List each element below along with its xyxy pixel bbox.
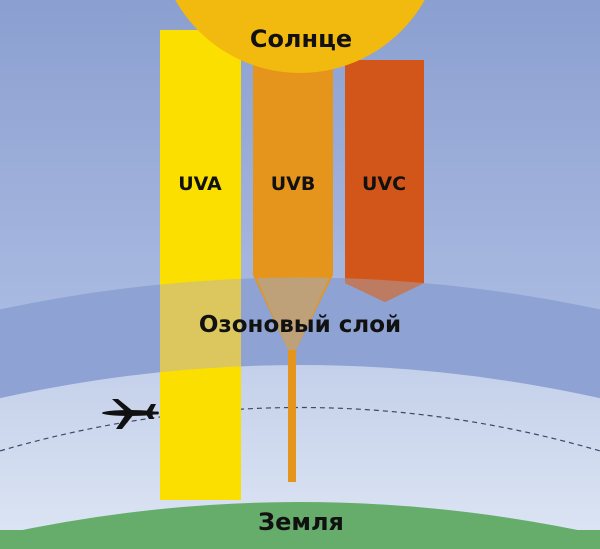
earth-bottom-fill [0,530,600,549]
uvb-label: UVB [271,173,316,195]
uva-label: UVA [178,173,222,195]
uvc-label: UVC [362,173,406,195]
uva-ray [160,30,241,500]
ozone-label: Озоновый слой [199,312,401,338]
sun-label: Солнце [250,25,352,53]
earth-label: Земля [258,508,344,536]
uvb-ray [253,60,333,482]
uvb-ray-ozone-overlap [253,277,333,350]
sun [175,0,425,73]
uvc-ray [345,60,424,302]
airplane-icon [102,399,159,429]
